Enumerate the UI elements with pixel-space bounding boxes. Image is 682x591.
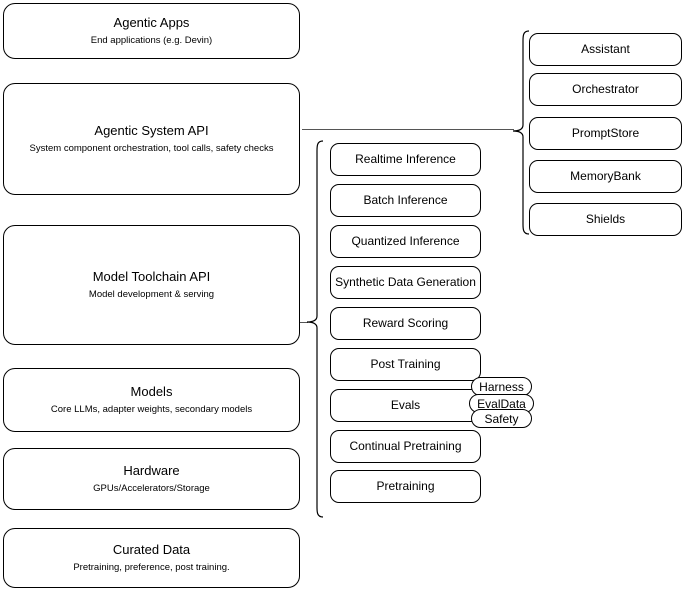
component-label: Synthetic Data Generation <box>335 275 476 289</box>
component-label: Orchestrator <box>572 82 639 96</box>
component-realtime-inference[interactable]: Realtime Inference <box>330 143 481 176</box>
component-label: Post Training <box>370 357 441 371</box>
pill-harness[interactable]: Harness <box>471 377 532 396</box>
brace-toolchain-components <box>306 140 324 518</box>
layer-agentic-system-api[interactable]: Agentic System API System component orch… <box>3 83 300 195</box>
brace-system-components <box>512 30 530 235</box>
component-pretraining[interactable]: Pretraining <box>330 470 481 503</box>
connector-system-api-to-components <box>302 129 514 130</box>
component-label: Realtime Inference <box>355 152 456 166</box>
connector-toolchain-api-to-components <box>300 322 308 323</box>
component-label: Evals <box>390 398 421 412</box>
layer-models[interactable]: Models Core LLMs, adapter weights, secon… <box>3 368 300 432</box>
layer-title: Curated Data <box>112 541 191 557</box>
component-reward-scoring[interactable]: Reward Scoring <box>330 307 481 340</box>
layer-hardware[interactable]: Hardware GPUs/Accelerators/Storage <box>3 448 300 510</box>
component-orchestrator[interactable]: Orchestrator <box>529 73 682 106</box>
pill-safety[interactable]: Safety <box>471 409 532 428</box>
layer-model-toolchain-api[interactable]: Model Toolchain API Model development & … <box>3 225 300 345</box>
component-batch-inference[interactable]: Batch Inference <box>330 184 481 217</box>
layer-subtitle: End applications (e.g. Devin) <box>90 35 213 47</box>
component-synthetic-data-generation[interactable]: Synthetic Data Generation <box>330 266 481 299</box>
pill-label: Harness <box>479 379 524 394</box>
layer-title: Models <box>130 383 173 399</box>
component-post-training[interactable]: Post Training <box>330 348 481 381</box>
component-label: Pretraining <box>376 479 435 493</box>
component-label: PromptStore <box>571 126 640 140</box>
layer-title: Agentic Apps <box>113 14 190 30</box>
layer-subtitle: System component orchestration, tool cal… <box>29 143 274 155</box>
component-label: MemoryBank <box>570 169 641 183</box>
component-promptstore[interactable]: PromptStore <box>529 117 682 150</box>
component-label: Reward Scoring <box>362 316 449 330</box>
component-label: Assistant <box>581 42 630 56</box>
layer-subtitle: Pretraining, preference, post training. <box>73 562 230 574</box>
component-quantized-inference[interactable]: Quantized Inference <box>330 225 481 258</box>
component-evals[interactable]: Evals <box>330 389 481 422</box>
component-memorybank[interactable]: MemoryBank <box>529 160 682 193</box>
layer-subtitle: Core LLMs, adapter weights, secondary mo… <box>50 404 253 416</box>
component-shields[interactable]: Shields <box>529 203 682 236</box>
layer-title: Hardware <box>123 462 180 478</box>
component-continual-pretraining[interactable]: Continual Pretraining <box>330 430 481 463</box>
pill-label: EvalData <box>477 396 526 411</box>
pill-label: Safety <box>484 411 519 426</box>
component-assistant[interactable]: Assistant <box>529 33 682 66</box>
component-label: Batch Inference <box>363 193 448 207</box>
layer-title: Agentic System API <box>94 122 209 138</box>
layer-title: Model Toolchain API <box>92 268 211 284</box>
component-label: Quantized Inference <box>351 234 460 248</box>
component-label: Shields <box>585 212 626 226</box>
layer-subtitle: GPUs/Accelerators/Storage <box>93 483 210 495</box>
layer-curated-data[interactable]: Curated Data Pretraining, preference, po… <box>3 528 300 588</box>
component-label: Continual Pretraining <box>349 439 462 453</box>
layer-subtitle: Model development & serving <box>88 289 215 301</box>
layer-agentic-apps[interactable]: Agentic Apps End applications (e.g. Devi… <box>3 3 300 59</box>
